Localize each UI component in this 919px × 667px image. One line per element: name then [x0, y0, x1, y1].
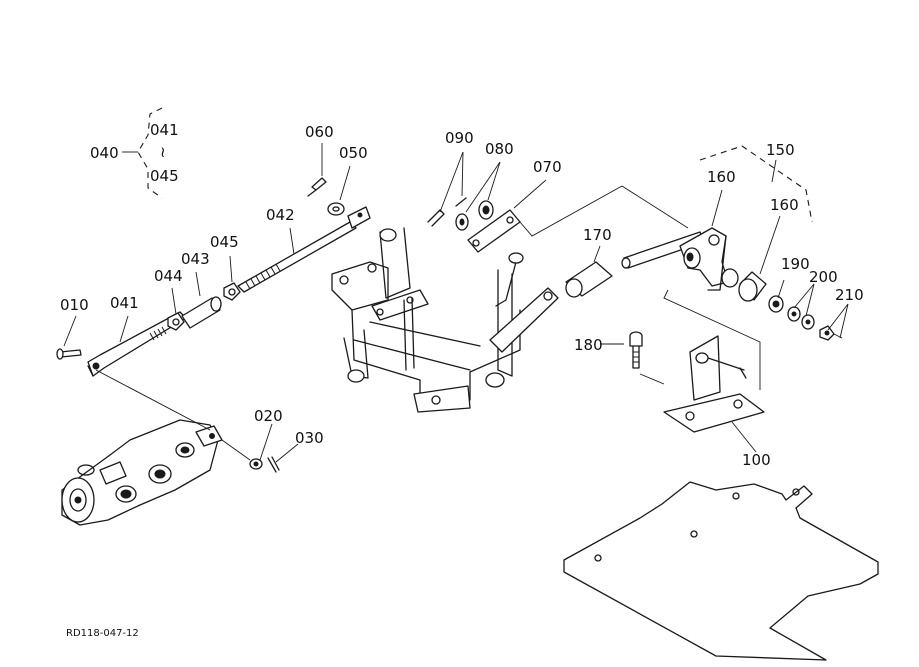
label-160-lower: 160: [770, 196, 799, 214]
pump-unit: [61, 419, 223, 526]
nut-045: [223, 282, 241, 301]
label-042: 042: [266, 206, 295, 224]
bracket-frame: [331, 227, 559, 413]
sleeve-043: [181, 296, 222, 329]
label-160-upper: 160: [707, 168, 736, 186]
assembly-group-040: [122, 107, 163, 199]
washer-020: [249, 458, 263, 470]
label-200: 200: [809, 268, 838, 286]
label-190: 190: [781, 255, 810, 273]
bushing-160: [738, 271, 767, 302]
label-060: 060: [305, 123, 334, 141]
label-180: 180: [574, 336, 603, 354]
label-090: 090: [445, 129, 474, 147]
leader-lines: [63, 143, 849, 463]
label-045-rod: 045: [210, 233, 239, 251]
label-041: 041: [150, 121, 179, 139]
rod-042: [237, 206, 371, 293]
label-010: 010: [60, 296, 89, 314]
floor-plate: [563, 481, 879, 661]
cotter-pin-060: [307, 177, 327, 197]
thread-042: [245, 263, 281, 290]
label-041-rod: 041: [110, 294, 139, 312]
drawing-code: RD118-047-12: [66, 628, 139, 639]
label-210: 210: [835, 286, 864, 304]
washer-190: [768, 295, 784, 313]
label-043: 043: [181, 250, 210, 268]
label-100: 100: [742, 451, 771, 469]
label-050: 050: [339, 144, 368, 162]
thread-041: [149, 326, 167, 341]
washers-080: [455, 200, 494, 231]
cotter-pin-030: [267, 456, 280, 473]
label-040: 040: [90, 144, 119, 162]
label-044: 044: [154, 267, 183, 285]
label-170: 170: [583, 226, 612, 244]
pin-010: [56, 348, 82, 360]
lever-arm: [621, 227, 739, 291]
knob-170: [565, 261, 613, 298]
part-labels: 040 041 ≀ 045 060 050 090 080 070 150 16…: [60, 121, 864, 469]
cotter-pins-090: [427, 197, 467, 227]
label-045: 045: [150, 167, 179, 185]
mount-plate-100: [663, 335, 765, 433]
label-020: 020: [254, 407, 283, 425]
bolt-180: [629, 331, 643, 369]
label-080: 080: [485, 140, 514, 158]
nut-210: [819, 325, 835, 341]
label-150: 150: [766, 141, 795, 159]
label-030: 030: [295, 429, 324, 447]
label-070: 070: [533, 158, 562, 176]
label-tilde: ≀: [160, 143, 166, 161]
link-plate-070: [467, 209, 521, 253]
group-150-bracket: [699, 145, 813, 223]
washer-050: [327, 202, 345, 216]
washers-200: [787, 306, 815, 330]
